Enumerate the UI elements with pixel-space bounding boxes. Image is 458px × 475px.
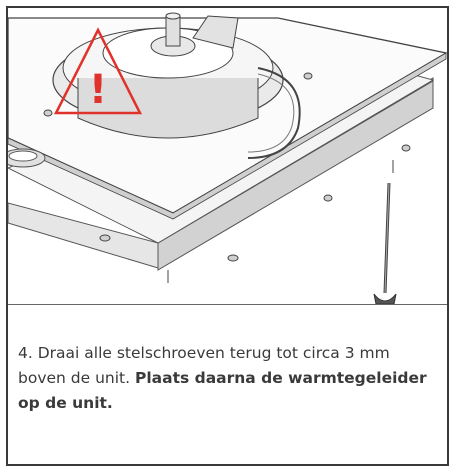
warning-symbol: ! bbox=[89, 67, 107, 113]
step-text: Draai alle stelschroeven terug tot circa… bbox=[18, 344, 390, 387]
step-number: 4. bbox=[18, 344, 33, 362]
step-bold-text: Plaats daarna de warmtegeleider op de un… bbox=[18, 369, 427, 412]
unit-drawing: ! bbox=[8, 12, 447, 304]
warning-triangle-icon bbox=[53, 27, 143, 115]
assembly-illustration: ! bbox=[8, 8, 447, 305]
step-caption: 4. Draai alle stelschroeven terug tot ci… bbox=[18, 341, 442, 416]
instruction-card: ! 4. Draai alle stelschroeven terug tot … bbox=[6, 6, 449, 466]
